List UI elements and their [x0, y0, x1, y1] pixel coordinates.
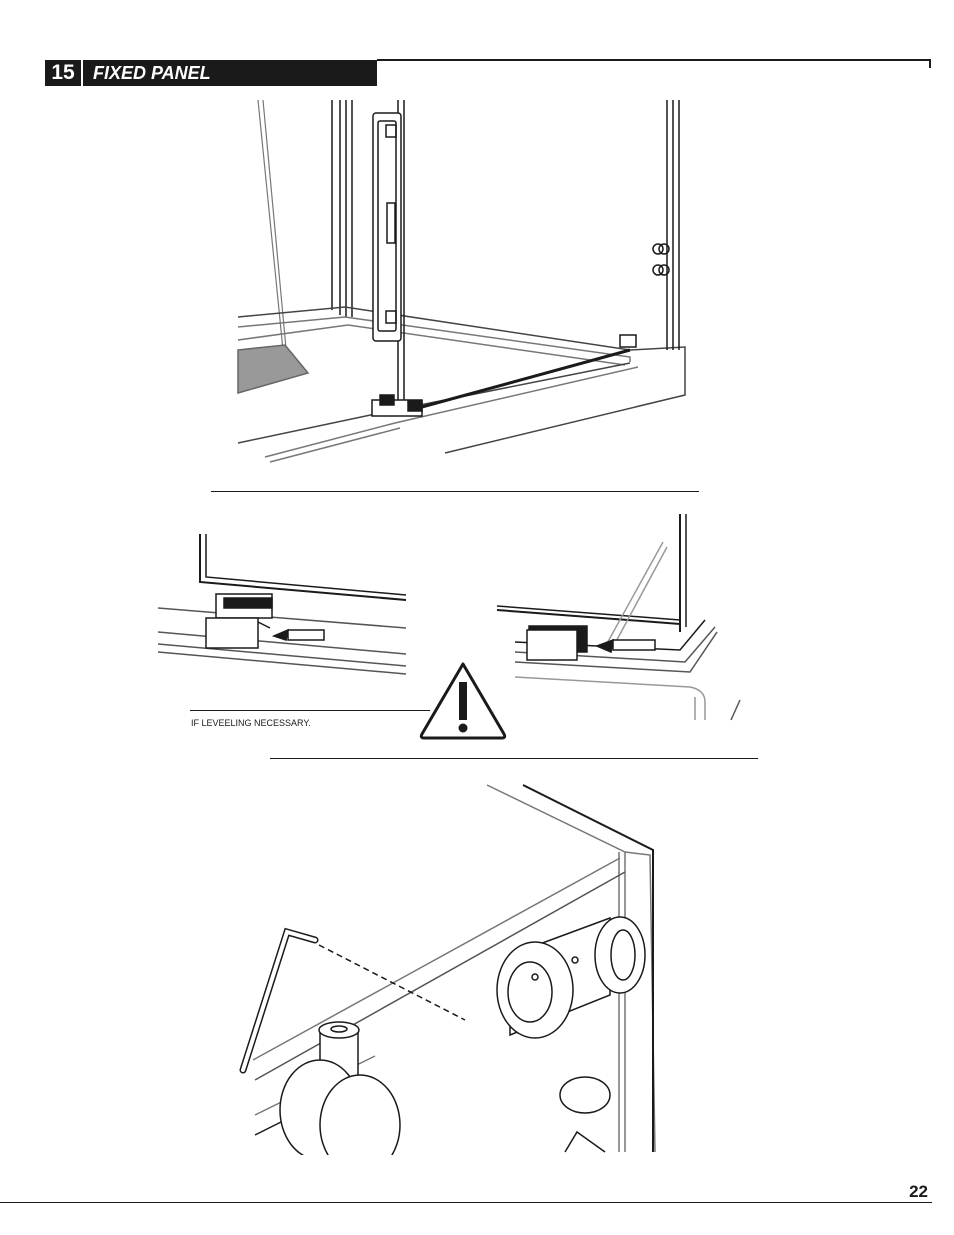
section-divider-2 — [270, 758, 758, 759]
clip-detail-left-illustration — [158, 532, 408, 682]
step-number: 15 — [51, 61, 74, 85]
fixed-panel-overview-illustration — [230, 95, 700, 465]
step-number-badge: 15 — [45, 60, 81, 86]
page-number: 22 — [909, 1182, 928, 1202]
note-leader-line — [190, 710, 430, 711]
note-text: IF LEVEELING NECESSARY. — [191, 718, 311, 728]
step-title-bar: FIXED PANEL — [83, 60, 377, 86]
hinge-allen-key-illustration — [235, 780, 665, 1155]
step-title: FIXED PANEL — [93, 63, 211, 84]
clip-detail-right-illustration — [495, 512, 745, 722]
header-rule-tick — [929, 59, 931, 68]
section-divider-1 — [211, 491, 699, 492]
warning-icon — [418, 660, 508, 740]
header-rule — [377, 59, 931, 61]
footer-rule — [0, 1202, 932, 1203]
